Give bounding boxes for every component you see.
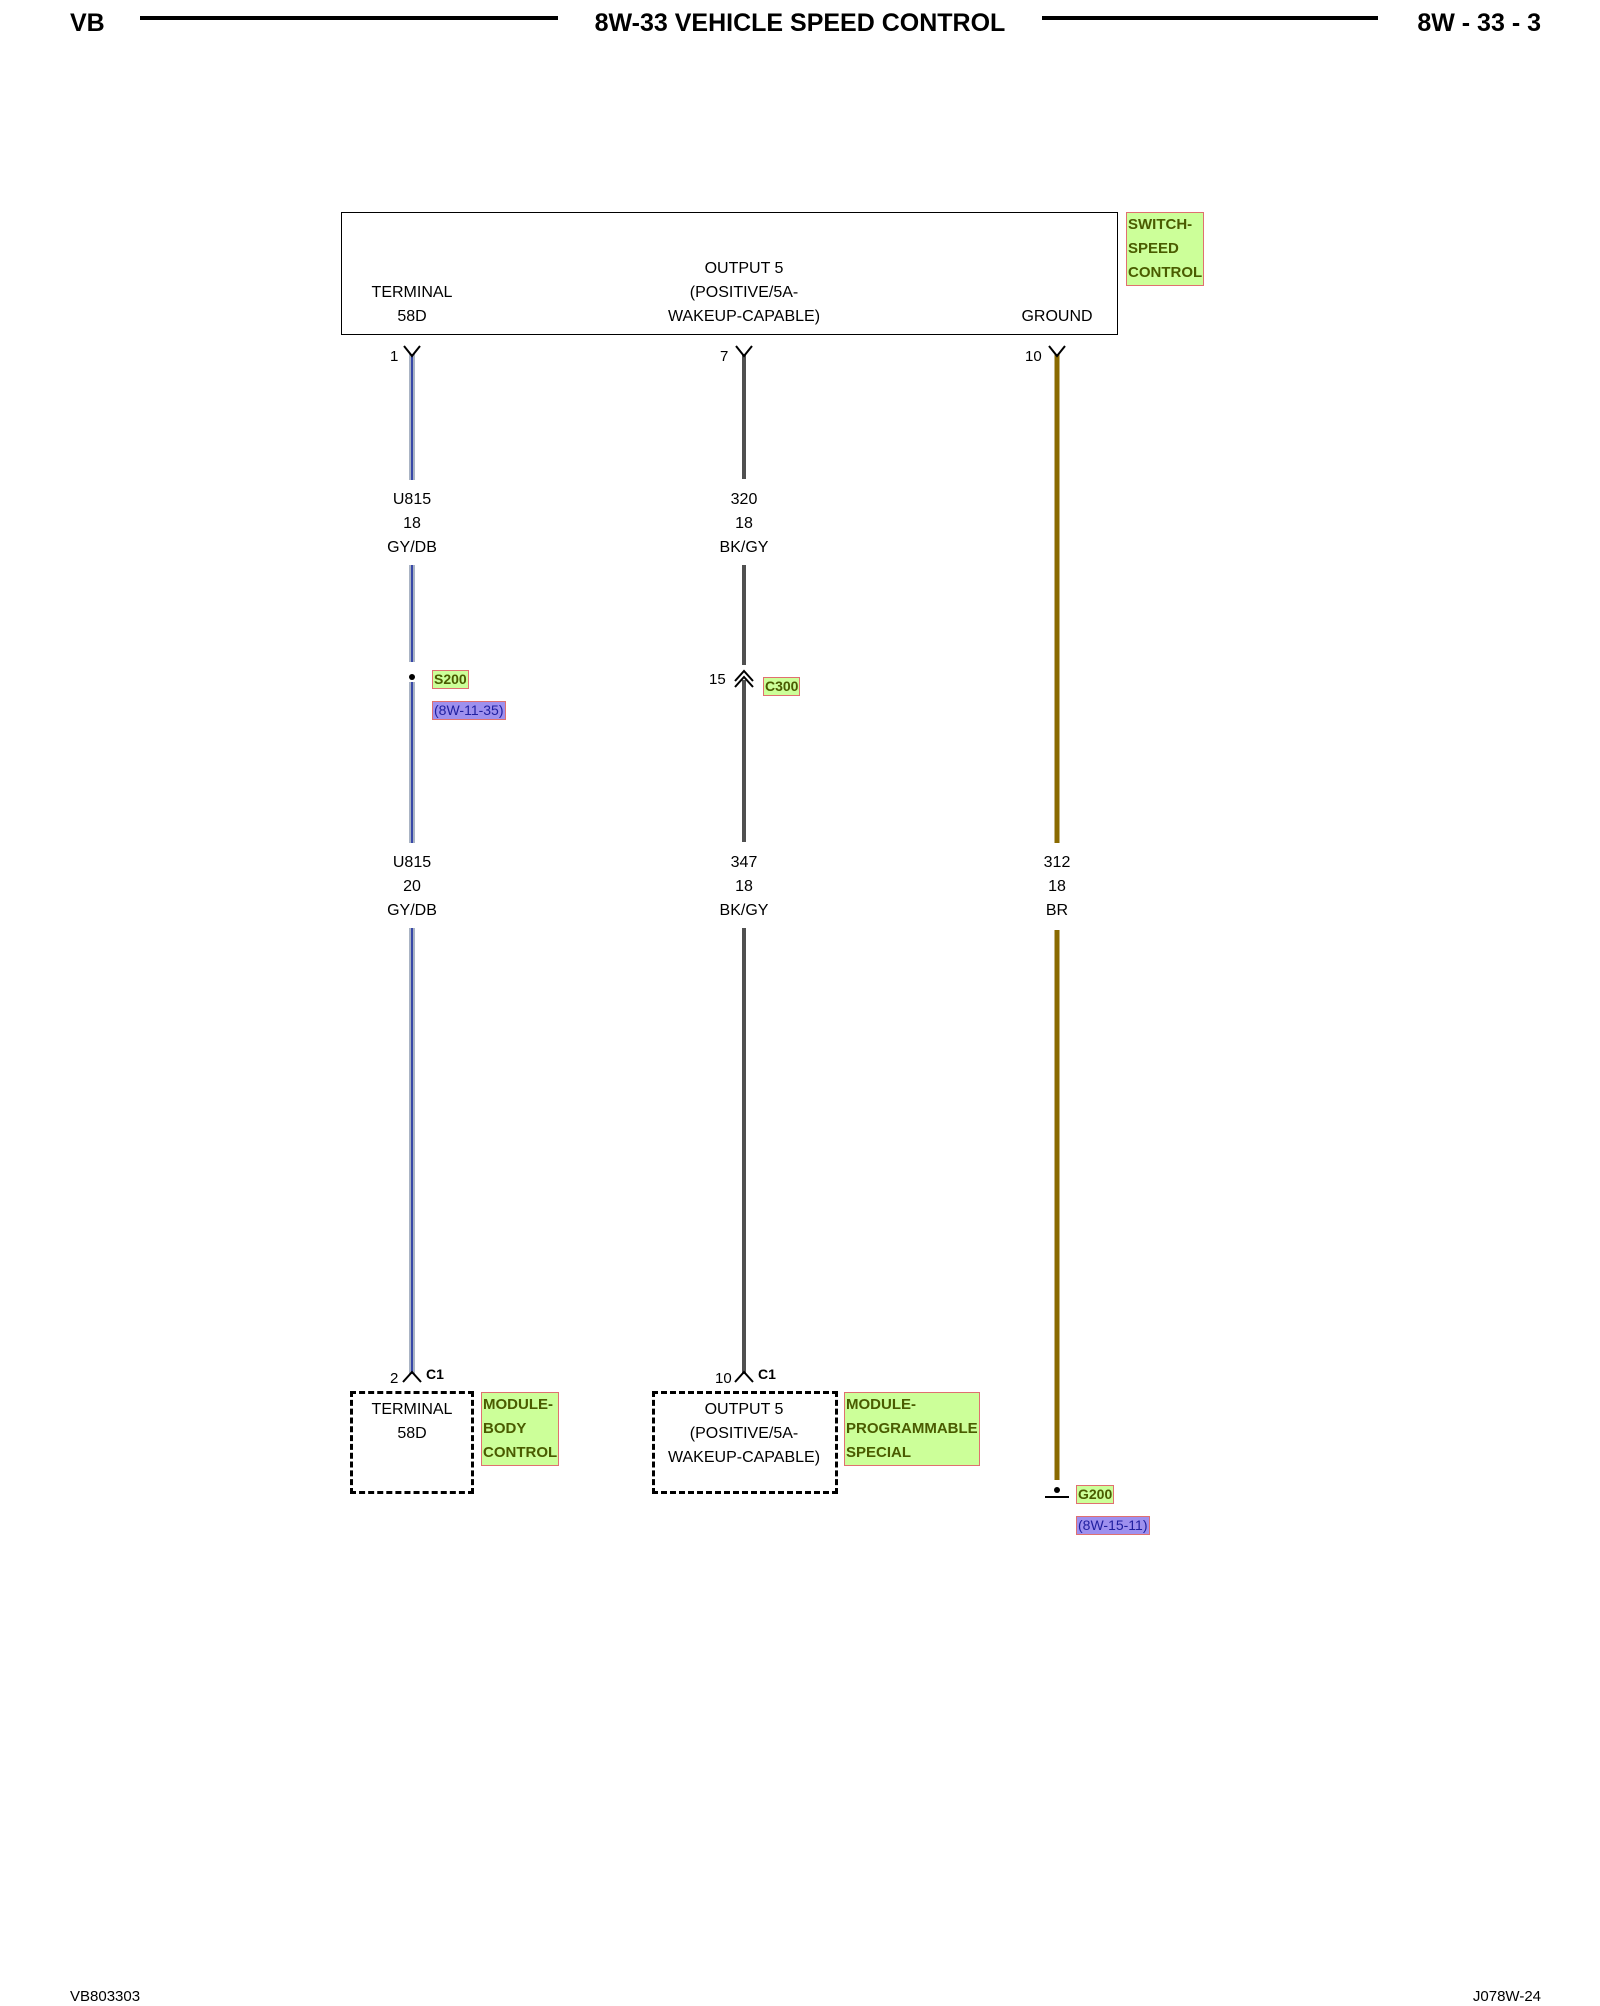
module-body-pin-2: 2 — [390, 1370, 399, 1387]
switch-output-line-3: WAKEUP-CAPABLE) — [667, 308, 821, 325]
circuit-347-color: BK/GY — [719, 902, 769, 919]
switch-output-line-2: (POSITIVE/5A- — [689, 284, 799, 301]
circuit-u815-upper-id: U815 — [392, 491, 432, 508]
circuit-u815-lower-color: GY/DB — [387, 902, 437, 919]
module-programmable-special-ref[interactable]: MODULE- PROGRAMMABLE SPECIAL — [844, 1392, 980, 1466]
connector-pin-7-icon — [735, 345, 753, 358]
page-title: 8W-33 VEHICLE SPEED CONTROL — [594, 9, 1006, 37]
connector-pin-10-icon — [1048, 345, 1066, 358]
switch-terminal-line-1: TERMINAL — [371, 284, 453, 301]
switch-output-label: OUTPUT 5 (POSITIVE/5A- WAKEUP-CAPABLE) — [644, 257, 844, 329]
c300-pin-15: 15 — [709, 671, 726, 688]
splice-dot-icon — [409, 674, 415, 680]
switch-speed-control-box — [341, 212, 1118, 335]
switch-terminal-label: TERMINAL 58D — [352, 281, 472, 329]
switch-name-line-2: SPEED — [1128, 240, 1179, 257]
circuit-312-gauge: 18 — [1048, 878, 1066, 895]
circuit-347-label: 347 18 BK/GY — [704, 851, 784, 923]
module-special-name-line-3: SPECIAL — [846, 1444, 912, 1461]
circuit-u815-lower-gauge: 20 — [403, 878, 421, 895]
module-special-connector-c1: C1 — [758, 1366, 776, 1382]
module-body-control-box — [350, 1391, 474, 1494]
circuit-312-id: 312 — [1043, 854, 1071, 871]
module-special-name-line-1: MODULE- — [846, 1396, 916, 1413]
module-special-name-line-2: PROGRAMMABLE — [846, 1420, 978, 1437]
circuit-320-label: 320 18 BK/GY — [704, 488, 784, 560]
circuit-u815-20-label: U815 20 GY/DB — [372, 851, 452, 923]
module-body-connector-c1: C1 — [426, 1366, 444, 1382]
ground-g200-ref[interactable]: G200 — [1076, 1485, 1115, 1504]
module-connector-c1-left-icon — [402, 1370, 422, 1383]
module-special-line-3: WAKEUP-CAPABLE) — [667, 1449, 821, 1466]
header-section-code: VB — [70, 9, 105, 37]
circuit-312-color: BR — [1045, 902, 1069, 919]
circuit-347-id: 347 — [730, 854, 758, 871]
switch-speed-control-ref[interactable]: SWITCH- SPEED CONTROL — [1126, 212, 1205, 286]
page-number: 8W - 33 - 3 — [1417, 9, 1541, 37]
module-body-control-ref[interactable]: MODULE- BODY CONTROL — [481, 1392, 560, 1466]
circuit-320-color: BK/GY — [719, 539, 769, 556]
connector-c300-ref[interactable]: C300 — [763, 677, 801, 696]
module-special-line-1: OUTPUT 5 — [704, 1401, 784, 1418]
footer-figure-code: J078W-24 — [1472, 1988, 1541, 2005]
header-rule-left — [140, 16, 558, 20]
pin-1: 1 — [390, 348, 399, 365]
circuit-312-label: 312 18 BR — [1017, 851, 1097, 923]
module-special-pin-10: 10 — [715, 1370, 732, 1387]
switch-ground-label: GROUND — [1007, 305, 1107, 329]
module-special-output-label: OUTPUT 5 (POSITIVE/5A- WAKEUP-CAPABLE) — [644, 1398, 844, 1470]
module-connector-c1-right-icon — [734, 1370, 754, 1383]
splice-s200-page-link[interactable]: (8W-11-35) — [432, 701, 506, 720]
switch-name-line-3: CONTROL — [1128, 264, 1203, 281]
switch-output-line-1: OUTPUT 5 — [704, 260, 784, 277]
inline-connector-icon — [734, 669, 754, 688]
circuit-u815-upper-gauge: 18 — [403, 515, 421, 532]
circuit-320-gauge: 18 — [735, 515, 753, 532]
splice-s200-ref[interactable]: S200 — [432, 670, 469, 689]
module-body-name-line-1: MODULE- — [483, 1396, 553, 1413]
header-rule-right — [1042, 16, 1378, 20]
circuit-u815-18-label: U815 18 GY/DB — [372, 488, 452, 560]
module-body-line-1: TERMINAL — [371, 1401, 453, 1418]
pin-10: 10 — [1025, 348, 1042, 365]
circuit-u815-lower-id: U815 — [392, 854, 432, 871]
module-body-line-2: 58D — [397, 1425, 427, 1442]
switch-ground-line-1: GROUND — [1021, 308, 1093, 325]
switch-terminal-line-2: 58D — [397, 308, 427, 325]
circuit-347-gauge: 18 — [735, 878, 753, 895]
pin-7: 7 — [720, 348, 729, 365]
module-special-line-2: (POSITIVE/5A- — [689, 1425, 799, 1442]
footer-doc-code: VB803303 — [70, 1988, 141, 2005]
circuit-u815-upper-color: GY/DB — [387, 539, 437, 556]
module-body-terminal-label: TERMINAL 58D — [352, 1398, 472, 1446]
module-body-name-line-2: BODY — [483, 1420, 527, 1437]
module-programmable-special-box — [652, 1391, 838, 1494]
connector-pin-1-icon — [403, 345, 421, 358]
switch-name-line-1: SWITCH- — [1128, 216, 1193, 233]
circuit-320-id: 320 — [730, 491, 758, 508]
module-body-name-line-3: CONTROL — [483, 1444, 558, 1461]
ground-icon — [1045, 1487, 1069, 1498]
ground-g200-page-link[interactable]: (8W-15-11) — [1076, 1516, 1150, 1535]
